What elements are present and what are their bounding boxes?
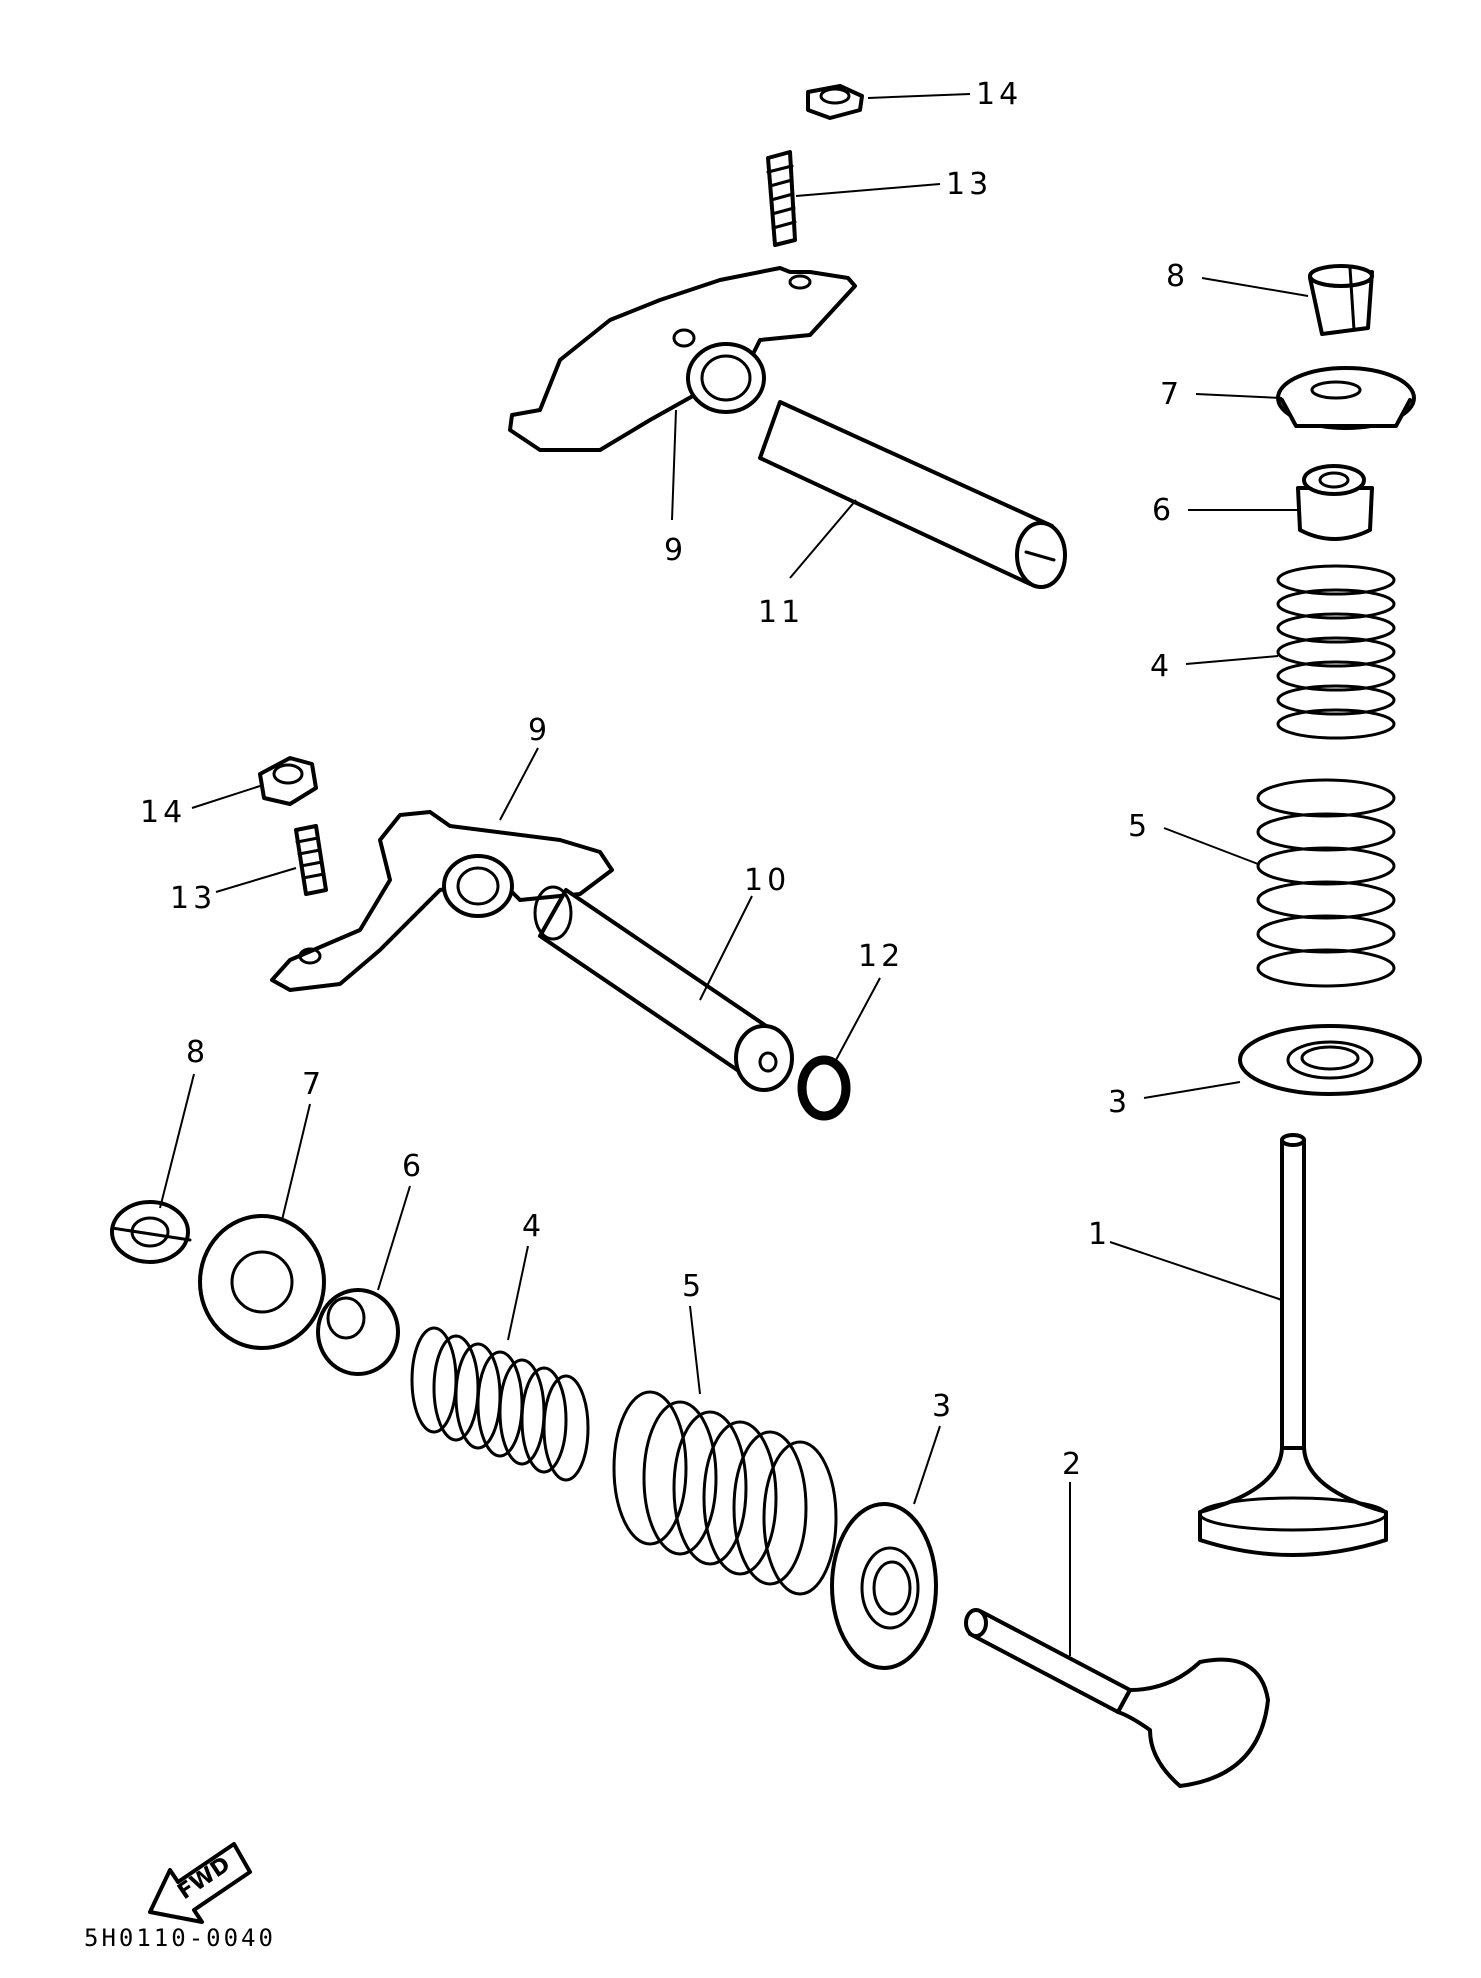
- callout-mid-10: 10: [744, 863, 790, 898]
- diagram-code: 5H0110-0040: [84, 1924, 276, 1952]
- callout-top-14: 14: [976, 77, 1022, 112]
- callout-mid-13: 13: [170, 881, 216, 916]
- top-adjuster-screw: [766, 150, 797, 247]
- mid-adjuster-screw: [294, 824, 328, 896]
- low-spring-seat: [830, 1502, 938, 1670]
- callout-right-5: 5: [1128, 809, 1151, 844]
- right-spring-seat: [1238, 1024, 1422, 1096]
- callout-right-3: 3: [1108, 1085, 1131, 1120]
- callout-top-13: 13: [946, 167, 992, 202]
- intake-valve: [964, 1608, 1270, 1788]
- top-adjuster-nut: [806, 84, 864, 120]
- shaft-o-ring: [797, 1055, 851, 1121]
- callout-mid-9: 9: [528, 713, 551, 748]
- exhaust-valve: [1198, 1133, 1388, 1557]
- callout-low-6: 6: [402, 1149, 425, 1184]
- callout-right-8: 8: [1166, 259, 1189, 294]
- rocker-shaft-intake: [533, 885, 794, 1092]
- leader-lines: [159, 93, 1309, 1656]
- callout-right-6: 6: [1152, 493, 1175, 528]
- low-valve-retainer: [198, 1214, 326, 1350]
- callout-low-8: 8: [186, 1035, 209, 1070]
- callout-right-1: 1: [1088, 1217, 1111, 1252]
- low-valve-stem-seal: [316, 1288, 400, 1376]
- top-rocker-arm: [508, 266, 857, 452]
- callout-low-7: 7: [302, 1067, 325, 1102]
- callout-low-5: 5: [682, 1269, 705, 1304]
- low-outer-valve-spring: [612, 1390, 838, 1596]
- right-outer-valve-spring: [1256, 778, 1396, 988]
- mid-adjuster-nut: [258, 756, 318, 806]
- callout-right-4: 4: [1150, 649, 1173, 684]
- callout-mid-14: 14: [140, 795, 186, 830]
- low-valve-cotter: [110, 1200, 192, 1264]
- callout-top-9: 9: [664, 533, 687, 568]
- callout-top-11: 11: [758, 595, 804, 630]
- right-valve-stem-seal: [1296, 464, 1374, 541]
- rocker-shaft-exhaust: [758, 400, 1067, 589]
- forward-direction-arrow: FWD: [148, 1842, 252, 1924]
- right-valve-retainer: [1276, 366, 1416, 430]
- right-valve-cotter: [1308, 264, 1374, 336]
- low-inner-valve-spring: [410, 1326, 590, 1482]
- mid-rocker-arm: [270, 810, 614, 992]
- callout-low-3: 3: [932, 1389, 955, 1424]
- callout-low-2: 2: [1062, 1447, 1085, 1482]
- callout-mid-12: 12: [858, 939, 904, 974]
- callout-right-7: 7: [1160, 377, 1183, 412]
- right-inner-valve-spring: [1276, 564, 1396, 740]
- callout-low-4: 4: [522, 1209, 545, 1244]
